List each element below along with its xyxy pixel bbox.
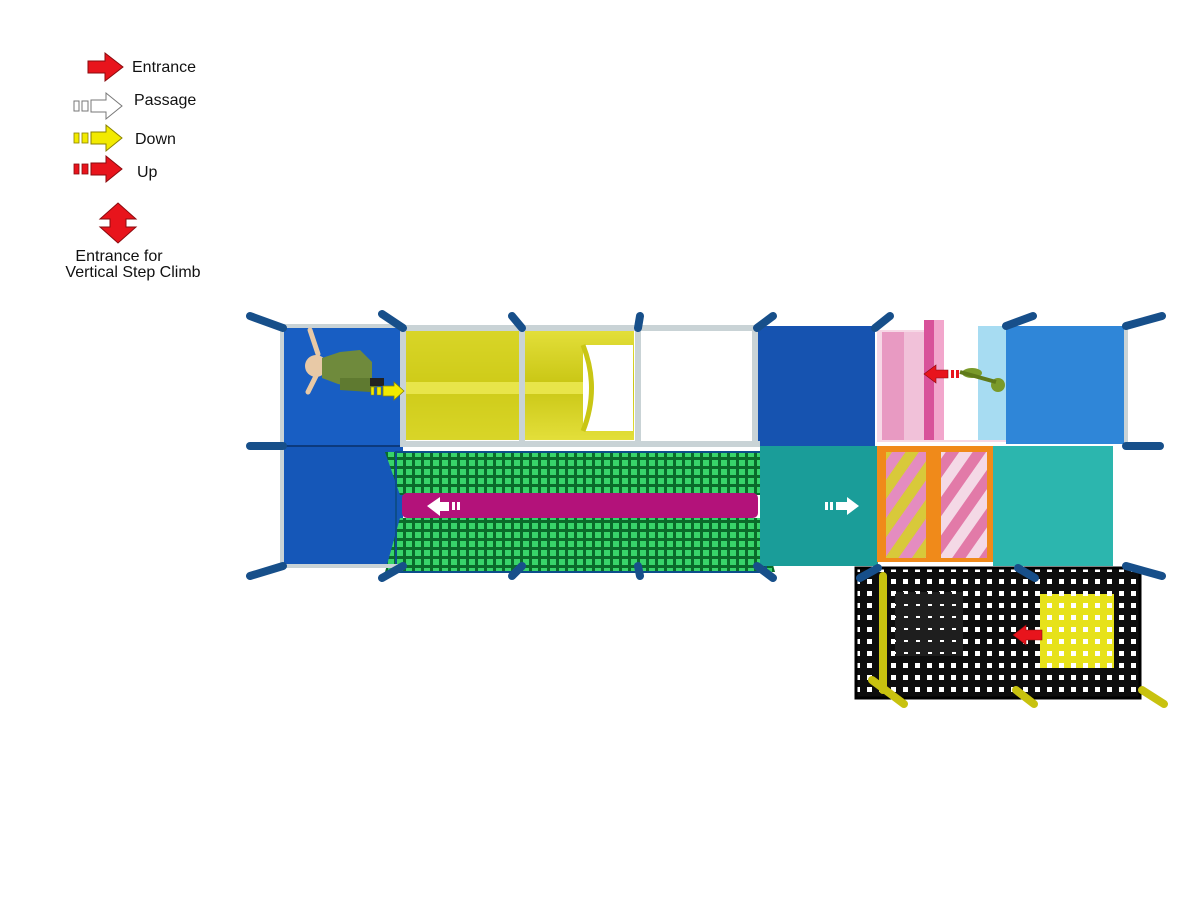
legend-vertical-entrance-line2: Vertical Step Climb bbox=[65, 264, 201, 281]
teal-floor-middle bbox=[760, 446, 878, 566]
passage-arrow-icon bbox=[427, 497, 460, 516]
legend-down-label: Down bbox=[135, 131, 176, 148]
magenta-tunnel bbox=[402, 493, 758, 518]
frame-bars bbox=[280, 324, 1128, 568]
green-net-bridge bbox=[385, 451, 775, 573]
entrance-arrow-icon bbox=[1012, 624, 1043, 646]
legend-passage-arrow-icon bbox=[73, 91, 123, 121]
child-figure-icon bbox=[305, 327, 384, 395]
corner-posts bbox=[246, 310, 1166, 582]
down-arrow-icon bbox=[370, 381, 405, 401]
vertical-step-climb bbox=[877, 320, 1007, 442]
striped-climb-block bbox=[877, 446, 993, 562]
black-net-cage bbox=[854, 566, 1142, 700]
legend-vertical-entrance-arrow-icon bbox=[98, 202, 138, 244]
passage-arrow-icon bbox=[825, 497, 859, 515]
legend-up-label: Up bbox=[137, 164, 158, 181]
legend-down-arrow-icon bbox=[73, 123, 123, 153]
legend-vertical-entrance-label: Entrance for Vertical Step Climb bbox=[48, 249, 218, 281]
legend-vertical-entrance-line1: Entrance for bbox=[75, 248, 163, 265]
cage-posts bbox=[868, 572, 1168, 708]
blue-floor-top bbox=[757, 326, 875, 446]
climber-figure-icon bbox=[959, 368, 1005, 392]
legend-up-arrow-icon bbox=[73, 154, 123, 184]
light-blue-floor bbox=[1006, 326, 1126, 444]
legend-passage-label: Passage bbox=[134, 92, 197, 109]
legend-entrance-arrow-icon bbox=[87, 51, 124, 83]
teal-floor-right bbox=[993, 446, 1113, 566]
legend-entrance-label: Entrance bbox=[132, 59, 197, 76]
up-arrow-icon bbox=[923, 364, 959, 384]
open-frame-cell bbox=[640, 330, 754, 442]
